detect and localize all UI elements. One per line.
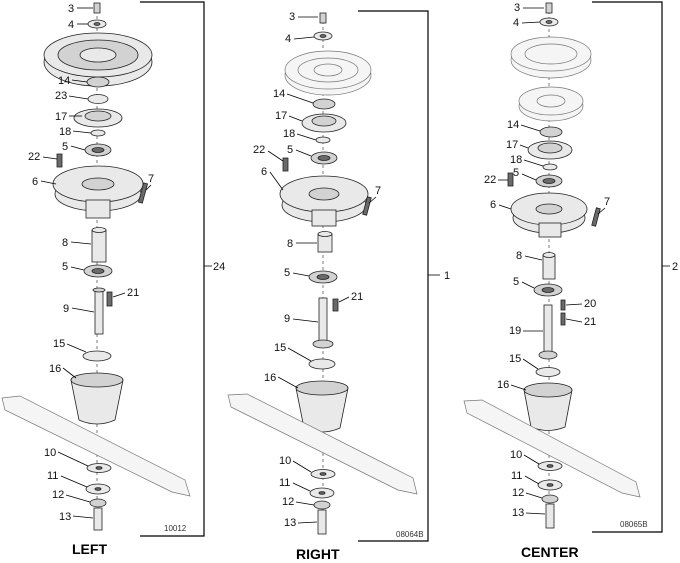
label-17: 17: [275, 110, 287, 122]
label-12: 12: [282, 496, 294, 508]
label-11: 11: [279, 477, 290, 489]
label-14: 14: [507, 119, 519, 131]
label-5b: 5: [513, 276, 519, 288]
label-5: 5: [513, 167, 519, 179]
left-part-labels: 3 4 14 23 17 18 5 22 6 7 8 5 9: [28, 3, 154, 523]
label-15: 15: [53, 338, 65, 350]
label-21: 21: [127, 287, 139, 299]
label-22: 22: [28, 151, 40, 163]
label-13: 13: [284, 517, 296, 529]
label-11: 11: [511, 470, 522, 482]
right-caption: RIGHT: [296, 546, 340, 562]
label-21: 21: [351, 291, 363, 303]
label-15: 15: [274, 342, 286, 354]
label-20: 20: [584, 298, 596, 310]
label-4: 4: [513, 17, 519, 29]
label-16: 16: [497, 379, 509, 391]
label-7: 7: [148, 173, 154, 185]
center-part-labels: 3 4 14 17 18 5 22 6 7 8 5 20 21: [484, 2, 610, 519]
label-10: 10: [510, 449, 522, 461]
label-9: 9: [63, 303, 69, 315]
label-16: 16: [49, 363, 61, 375]
center-assembly: 3 4 14 17 18 5 22 6 7 8 5 20 21: [463, 1, 678, 560]
label-8: 8: [287, 238, 293, 250]
label-12: 12: [512, 487, 524, 499]
label-11: 11: [47, 470, 58, 482]
label-13: 13: [59, 511, 71, 523]
label-5b: 5: [284, 267, 290, 279]
label-18: 18: [510, 154, 522, 166]
label-19: 19: [509, 325, 521, 337]
label-18: 18: [283, 128, 295, 140]
label-22: 22: [253, 144, 265, 156]
label-7: 7: [375, 185, 381, 197]
label-3: 3: [68, 3, 74, 15]
label-4: 4: [285, 33, 291, 45]
label-13: 13: [512, 507, 524, 519]
label-17: 17: [506, 139, 518, 151]
left-figure-code: 10012: [164, 524, 187, 533]
label-5: 5: [62, 141, 68, 153]
label-21: 21: [584, 316, 596, 328]
label-14: 14: [273, 88, 285, 100]
left-caption: LEFT: [72, 541, 107, 557]
label-18: 18: [59, 126, 71, 138]
label-12: 12: [52, 489, 64, 501]
label-10: 10: [44, 447, 56, 459]
label-5b: 5: [62, 261, 68, 273]
left-assembly: 3 4 14 23 17 18 5 22 6 7 8 5 9: [1, 1, 225, 557]
label-9: 9: [284, 313, 290, 325]
left-bracket-ref: 24: [213, 261, 225, 273]
center-bracket-ref: 2: [672, 261, 678, 273]
right-bracket-ref: 1: [444, 270, 450, 282]
right-figure-code: 08064B: [396, 530, 424, 539]
label-3: 3: [514, 2, 520, 14]
label-7: 7: [604, 196, 610, 208]
label-22: 22: [484, 174, 496, 186]
label-6: 6: [261, 166, 267, 178]
label-8: 8: [62, 237, 68, 249]
label-3: 3: [289, 11, 295, 23]
center-figure-code: 08065B: [620, 520, 648, 529]
label-16: 16: [264, 372, 276, 384]
label-10: 10: [279, 455, 291, 467]
label-14: 14: [58, 75, 70, 87]
label-6: 6: [32, 176, 38, 188]
label-5: 5: [287, 144, 293, 156]
label-23: 23: [55, 90, 67, 102]
label-8: 8: [516, 250, 522, 262]
right-part-labels: 3 4 14 17 18 5 22 6 7 8 5 21 9: [253, 11, 381, 529]
right-assembly: 3 4 14 17 18 5 22 6 7 8 5 21 9: [227, 10, 450, 562]
label-4: 4: [68, 19, 74, 31]
center-caption: CENTER: [521, 544, 579, 560]
label-6: 6: [490, 199, 496, 211]
label-15: 15: [509, 353, 521, 365]
label-17: 17: [55, 111, 67, 123]
